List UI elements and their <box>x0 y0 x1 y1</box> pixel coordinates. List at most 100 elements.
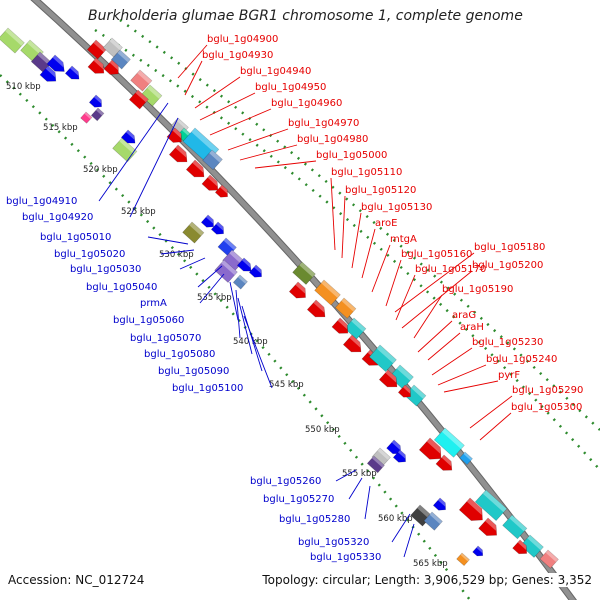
forward-gene-label[interactable]: bglu_1g04960 <box>271 98 342 109</box>
gene-feature <box>182 221 205 244</box>
forward-gene-label[interactable]: pyrF <box>498 370 520 381</box>
forward-gene-label[interactable]: bglu_1g05110 <box>331 167 402 178</box>
gene-arrow <box>512 539 528 555</box>
gene-feature <box>202 149 223 171</box>
gene-arrow <box>478 517 498 536</box>
forward-gene-label[interactable]: bglu_1g05180 <box>474 242 545 253</box>
scale-tick-label: 535 kbp <box>197 293 232 303</box>
gene-feature <box>86 39 107 60</box>
reverse-gene-label[interactable]: bglu_1g05030 <box>70 264 141 275</box>
reverse-gene-label[interactable]: bglu_1g05260 <box>250 476 321 487</box>
scale-tick-label: 550 kbp <box>305 425 340 435</box>
forward-gene-label[interactable]: bglu_1g04970 <box>288 118 359 129</box>
forward-gene-label[interactable]: bglu_1g05200 <box>472 260 543 271</box>
gene-arrow <box>120 129 136 144</box>
scale-tick-label: 515 kbp <box>43 123 78 133</box>
gene-feature <box>539 549 559 569</box>
reverse-gene-label[interactable]: bglu_1g05020 <box>54 249 125 260</box>
forward-label-leader <box>371 244 391 293</box>
forward-gene-label[interactable]: bglu_1g04940 <box>240 66 311 77</box>
reverse-gene-label[interactable]: bglu_1g05070 <box>130 333 201 344</box>
forward-label-leader <box>227 128 289 151</box>
reverse-label-leader <box>197 265 223 288</box>
reverse-gene-label[interactable]: prmA <box>140 298 167 309</box>
forward-gene-label[interactable]: bglu_1g04930 <box>202 50 273 61</box>
forward-label-leader <box>330 177 336 251</box>
gene-arrow <box>397 384 411 398</box>
reverse-gene-label[interactable]: bglu_1g05280 <box>279 514 350 525</box>
forward-gene-label[interactable]: bglu_1g05120 <box>345 185 416 196</box>
gene-arrow <box>87 57 105 74</box>
forward-gene-label[interactable]: aroE <box>375 218 397 229</box>
reverse-label-leader <box>199 273 225 304</box>
forward-gene-label[interactable]: bglu_1g05130 <box>361 202 432 213</box>
forward-label-leader <box>361 228 376 279</box>
gene-feature <box>459 451 473 466</box>
forward-gene-label[interactable]: bglu_1g04950 <box>255 82 326 93</box>
reverse-gene-label[interactable]: bglu_1g05060 <box>113 315 184 326</box>
scale-tick-label: 520 kbp <box>83 165 118 175</box>
forward-gene-label[interactable]: bglu_1g05170 <box>415 264 486 275</box>
reverse-gene-label[interactable]: bglu_1g05320 <box>298 537 369 548</box>
forward-gene-label[interactable]: bglu_1g05230 <box>472 337 543 348</box>
gene-feature <box>128 89 149 110</box>
reverse-gene-label[interactable]: bglu_1g04910 <box>6 196 77 207</box>
forward-label-leader <box>401 270 473 329</box>
forward-label-leader <box>395 274 416 321</box>
gene-feature <box>366 455 385 474</box>
gene-arrow <box>392 449 406 463</box>
forward-label-leader <box>177 44 208 79</box>
gene-feature <box>314 279 341 306</box>
forward-gene-label[interactable]: bglu_1g05300 <box>511 402 582 413</box>
gene-arrow <box>201 174 219 191</box>
forward-gene-label[interactable]: bglu_1g05190 <box>442 284 513 295</box>
reverse-label-leader <box>147 236 189 245</box>
gene-feature <box>456 552 470 567</box>
gene-arrow <box>386 439 402 455</box>
forward-label-leader <box>199 92 256 121</box>
gene-arrow <box>306 299 326 318</box>
forward-gene-label[interactable]: araG <box>452 310 476 321</box>
reverse-gene-label[interactable]: bglu_1g05100 <box>172 383 243 394</box>
map-title: Burkholderia glumae BGR1 chromosome 1, c… <box>88 8 523 24</box>
reverse-label-leader <box>129 117 179 218</box>
forward-label-leader <box>351 212 362 269</box>
reverse-label-leader <box>348 477 363 500</box>
forward-gene-label[interactable]: bglu_1g05000 <box>316 150 387 161</box>
reverse-gene-label[interactable]: bglu_1g04920 <box>22 212 93 223</box>
forward-gene-label[interactable]: bglu_1g05240 <box>486 354 557 365</box>
forward-gene-label[interactable]: bglu_1g04900 <box>207 34 278 45</box>
forward-gene-label[interactable]: bglu_1g05290 <box>512 385 583 396</box>
forward-label-leader <box>254 160 317 169</box>
gene-arrow <box>185 159 205 178</box>
forward-gene-label[interactable]: mtgA <box>390 234 417 245</box>
forward-label-leader <box>341 195 346 259</box>
reverse-gene-label[interactable]: bglu_1g05080 <box>144 349 215 360</box>
gene-feature <box>520 534 544 558</box>
gene-feature <box>423 511 443 531</box>
scale-tick-label: 565 kbp <box>413 559 448 569</box>
reverse-gene-label[interactable]: bglu_1g05270 <box>263 494 334 505</box>
forward-label-leader <box>385 259 402 307</box>
gene-feature <box>130 69 153 92</box>
gene-arrow <box>103 59 119 75</box>
forward-label-leader <box>394 252 475 313</box>
feature-layer <box>0 27 559 569</box>
gene-feature <box>433 427 465 458</box>
gene-feature <box>80 111 93 124</box>
forward-gene-label[interactable]: bglu_1g04980 <box>297 134 368 145</box>
reverse-gene-label[interactable]: bglu_1g05010 <box>40 232 111 243</box>
gene-arrow <box>88 94 102 108</box>
gene-arrow <box>472 545 484 557</box>
reverse-label-leader <box>160 249 195 255</box>
forward-label-leader <box>431 347 473 376</box>
reverse-label-leader <box>364 485 371 520</box>
reverse-gene-label[interactable]: bglu_1g05330 <box>310 552 381 563</box>
reverse-gene-label[interactable]: bglu_1g05090 <box>158 366 229 377</box>
gene-feature <box>0 27 25 54</box>
reverse-gene-label[interactable]: bglu_1g05040 <box>86 282 157 293</box>
forward-gene-label[interactable]: bglu_1g05160 <box>401 249 472 260</box>
forward-gene-label[interactable]: araH <box>460 322 484 333</box>
